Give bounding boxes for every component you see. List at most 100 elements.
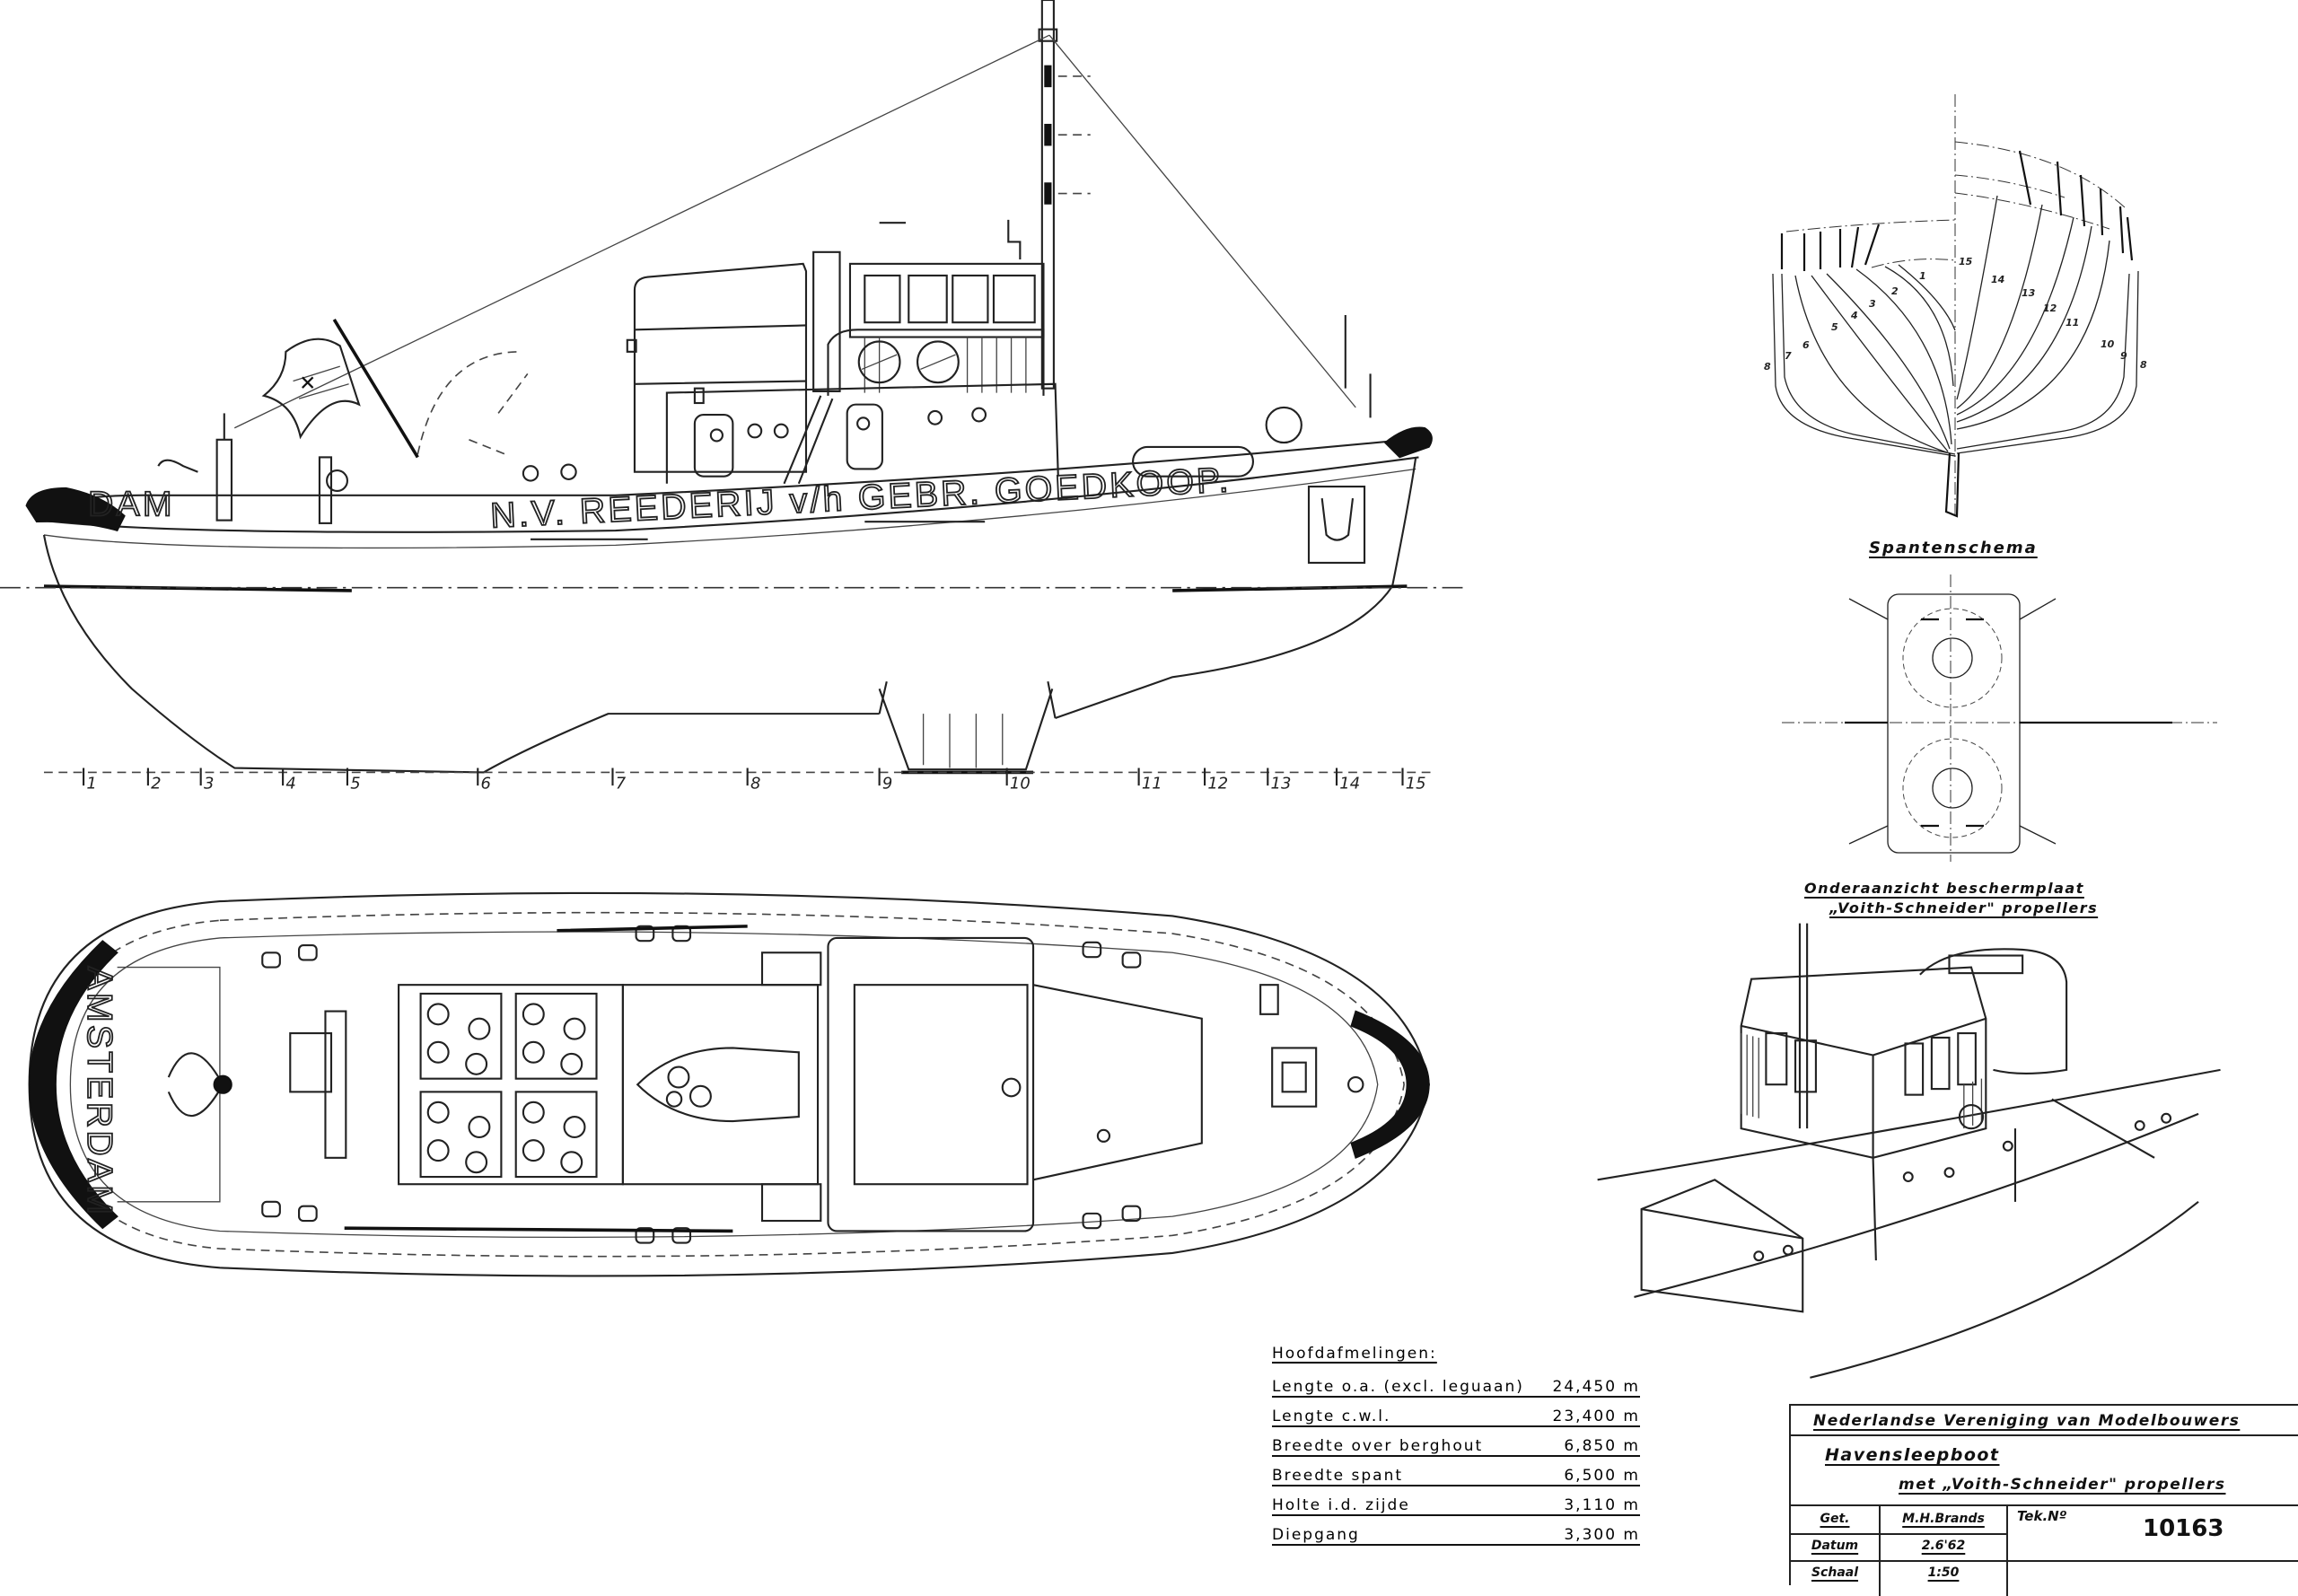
station-label: 13 (1271, 774, 1292, 793)
main-dimensions-table: Hoofdafmelingen: Lengte o.a. (excl. legu… (1272, 1345, 1640, 1548)
bollards (261, 925, 1142, 1244)
ventilator-icon (426, 1139, 450, 1162)
plan-stern-fender (28, 940, 118, 1230)
frame-number: 11 (2066, 317, 2079, 329)
bollard-icon (298, 944, 318, 961)
deck-plan-view: AMSTERDAM (28, 891, 1430, 1277)
dimension-value: 6,850 m (1564, 1437, 1640, 1455)
frame-number: 2 (1891, 285, 1899, 297)
station-label: 12 (1207, 774, 1228, 793)
station-label: 6 (481, 774, 491, 793)
door (693, 413, 734, 478)
dimension-label: Lengte c.w.l. (1272, 1407, 1391, 1425)
engine-casing (621, 984, 820, 1186)
frame-number: 10 (2101, 338, 2115, 350)
ventilator-icon (522, 1040, 545, 1064)
guard-plate (1887, 593, 2021, 854)
dimension-label: Lengte o.a. (excl. leguaan) (1272, 1378, 1524, 1396)
dimension-row: Lengte c.w.l. 23,400 m (1272, 1399, 1640, 1427)
dimension-value: 6,500 m (1564, 1467, 1640, 1485)
backstay (1048, 34, 1356, 408)
dimensions-title: Hoofdafmelingen: (1272, 1345, 1437, 1363)
svg-text:✕: ✕ (299, 372, 316, 395)
ventilators (426, 1003, 586, 1174)
ventilator-icon (426, 1101, 450, 1124)
vessel-subtitle: met „Voith-Schneider" propellers (1899, 1476, 2226, 1494)
ventilator-icon (465, 1151, 488, 1174)
drawn-label: Get. (1820, 1512, 1850, 1526)
wheelhouse-window (864, 274, 901, 324)
wheelhouse-roof (827, 936, 1035, 1232)
frame-number: 14 (1991, 274, 2004, 285)
dimension-label: Holte i.d. zijde (1272, 1496, 1410, 1514)
towing-hook (213, 1074, 232, 1094)
ventilator-icon (465, 1052, 488, 1075)
frame-number: 8 (1764, 361, 1771, 373)
drawing-number-label: Tek.Nº (2017, 1508, 2067, 1524)
hatch-grid (398, 984, 624, 1186)
ventilator-icon (522, 1139, 545, 1162)
propeller-plate-caption-1: Onderaanzicht beschermplaat (1804, 880, 2084, 897)
dimension-label: Breedte spant (1272, 1467, 1404, 1485)
station-label: 7 (616, 774, 627, 793)
vessel-type: Havensleepboot (1825, 1445, 2000, 1465)
station-label: 4 (285, 774, 295, 793)
funnel-perspective (1919, 948, 2068, 1075)
ventilator-icon (522, 1101, 545, 1124)
plan-bow-fender (1350, 1010, 1430, 1159)
porthole (773, 423, 789, 439)
station-label: 1 (86, 774, 96, 793)
station-label: 15 (1406, 774, 1426, 793)
porthole (971, 407, 987, 423)
plan-stern-name: AMSTERDAM (80, 967, 118, 1218)
bollard-icon (1121, 951, 1142, 969)
dimension-value: 23,400 m (1552, 1407, 1640, 1425)
mast (233, 0, 1356, 429)
dimension-row: Breedte spant 6,500 m (1272, 1459, 1640, 1486)
door (846, 403, 883, 470)
bollard-icon (298, 1205, 318, 1223)
lifebuoy (857, 340, 901, 384)
ventilator-icon (563, 1017, 586, 1040)
flag: ✕ (261, 318, 419, 459)
station-label: 2 (151, 774, 161, 793)
ventilator-icon (563, 1116, 586, 1139)
bridge-rail (827, 329, 1045, 396)
porthole (560, 463, 577, 480)
bow-fender (1383, 426, 1433, 459)
frame-number: 15 (1959, 256, 1973, 267)
propeller-disc (1902, 608, 2003, 708)
wheelhouse-window (992, 274, 1036, 324)
keel-skeg (1944, 452, 1960, 518)
side-elevation-view: ✕ DAM N.V. (0, 0, 1466, 793)
ventilator-icon (426, 1040, 450, 1064)
frame-number: 5 (1831, 321, 1838, 333)
drawn-value: M.H.Brands (1902, 1512, 1985, 1526)
stern-deck-fittings (157, 413, 349, 524)
bollard-icon (635, 1227, 655, 1244)
bollard-icon (1082, 941, 1102, 959)
funnel-casing (626, 262, 808, 473)
frame-number: 13 (2022, 287, 2036, 299)
station-label: 5 (350, 774, 360, 793)
perspective-view (1597, 923, 2221, 1379)
station-label: 9 (882, 774, 892, 793)
dimension-row: Lengte o.a. (excl. leguaan)24,450 m (1272, 1370, 1640, 1398)
ventilator-icon (560, 1052, 583, 1075)
title-block: Nederlandse Vereniging van Modelbouwers … (1789, 1404, 2298, 1596)
propeller-guard (878, 680, 1057, 775)
bollard-icon (635, 925, 655, 943)
wheelhouse (812, 250, 1045, 396)
hawse-anchor (1307, 485, 1366, 565)
waterline-boot-top (43, 584, 1408, 592)
deckhouse (417, 351, 1059, 485)
wheelhouse-window (952, 274, 989, 324)
oval-port (1132, 445, 1255, 478)
scale-value: 1:50 (1927, 1565, 1960, 1580)
